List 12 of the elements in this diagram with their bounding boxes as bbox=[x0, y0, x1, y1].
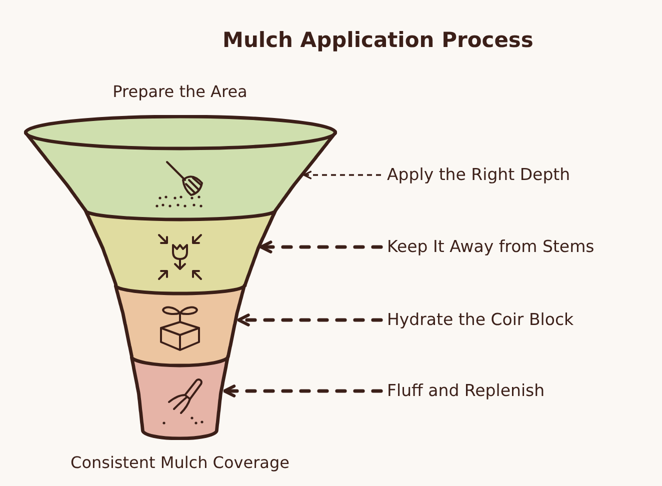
dashed-arrow bbox=[303, 170, 381, 180]
diagram-title: Mulch Application Process bbox=[222, 27, 534, 54]
step-label: Apply the Right Depth bbox=[387, 164, 570, 186]
step-label: Keep It Away from Stems bbox=[387, 236, 594, 258]
funnel-top-label: Prepare the Area bbox=[112, 81, 248, 103]
step-label: Fluff and Replenish bbox=[387, 380, 545, 402]
funnel-section bbox=[130, 354, 230, 440]
dashed-arrow bbox=[236, 314, 383, 326]
funnel-bottom-label: Consistent Mulch Coverage bbox=[70, 452, 290, 474]
dashed-arrow bbox=[259, 240, 383, 254]
dashed-arrow bbox=[222, 384, 383, 398]
step-label: Hydrate the Coir Block bbox=[387, 309, 574, 331]
